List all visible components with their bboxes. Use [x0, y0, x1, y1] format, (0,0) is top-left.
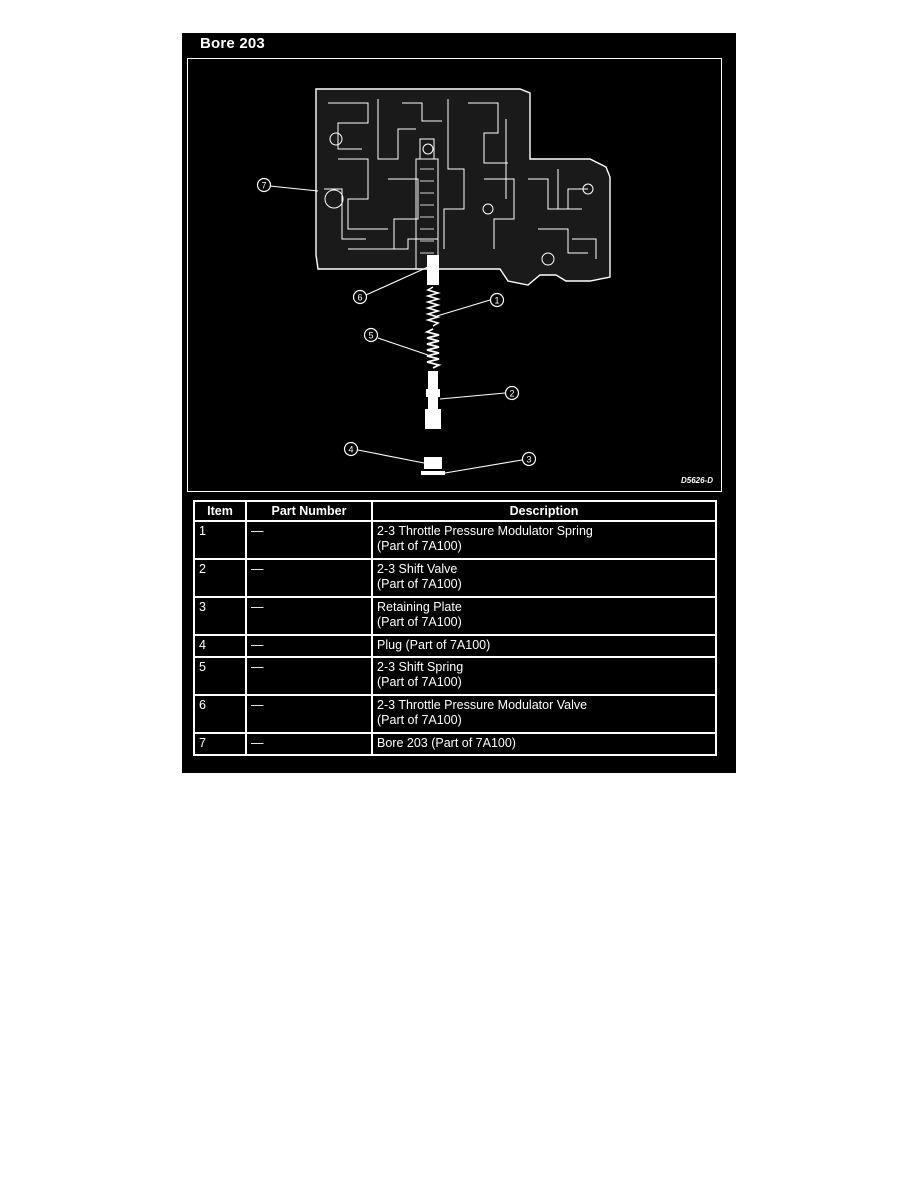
cell-part-number: — [245, 596, 373, 636]
parts-table: Item Part Number Description 1 — 2-3 Thr… [193, 500, 717, 756]
cell-description: Plug (Part of 7A100) [371, 634, 717, 658]
cell-item: 5 [193, 656, 247, 696]
cell-item: 2 [193, 558, 247, 598]
valve-body-channels [324, 99, 597, 270]
table-row: 7 — Bore 203 (Part of 7A100) [193, 732, 717, 756]
valve-body-diagram: 7 6 1 5 2 4 3 [256, 88, 611, 475]
callout-2: 2 [504, 385, 520, 401]
retaining-plate-shape [421, 471, 445, 475]
cell-description: Bore 203 (Part of 7A100) [371, 732, 717, 756]
figure-code: D5626-D [680, 476, 713, 485]
callout-1: 1 [489, 292, 505, 308]
svg-text:2: 2 [509, 389, 514, 399]
cell-item: 3 [193, 596, 247, 636]
header-part-number: Part Number [245, 500, 373, 522]
table-row: 6 — 2-3 Throttle Pressure Modulator Valv… [193, 694, 717, 734]
cell-description: Retaining Plate (Part of 7A100) [371, 596, 717, 636]
callout-7: 7 [256, 177, 272, 193]
bore-203-column [420, 168, 434, 254]
valve-body-outline [315, 88, 611, 286]
table-row: 3 — Retaining Plate (Part of 7A100) [193, 596, 717, 636]
cell-item: 4 [193, 634, 247, 658]
table-row: 4 — Plug (Part of 7A100) [193, 634, 717, 658]
table-row: 2 — 2-3 Shift Valve (Part of 7A100) [193, 558, 717, 598]
panel-title: Bore 203 [200, 35, 265, 52]
cell-part-number: — [245, 732, 373, 756]
cell-part-number: — [245, 558, 373, 598]
figure-panel: Bore 203 [182, 33, 736, 773]
cell-part-number: — [245, 694, 373, 734]
table-row: 5 — 2-3 Shift Spring (Part of 7A100) [193, 656, 717, 696]
modulator-valve-shape [427, 255, 439, 285]
shift-spring-shape [424, 328, 442, 369]
cell-item: 6 [193, 694, 247, 734]
cell-item: 1 [193, 520, 247, 560]
plug-shape [424, 457, 442, 469]
cell-description: 2-3 Shift Spring (Part of 7A100) [371, 656, 717, 696]
cell-part-number: — [245, 656, 373, 696]
svg-text:3: 3 [526, 455, 531, 465]
modulator-spring-shape [425, 286, 441, 327]
cell-part-number: — [245, 520, 373, 560]
cell-description: 2-3 Throttle Pressure Modulator Spring (… [371, 520, 717, 560]
callout-4: 4 [343, 441, 359, 457]
svg-text:5: 5 [368, 331, 373, 341]
cell-part-number: — [245, 634, 373, 658]
svg-text:7: 7 [261, 181, 266, 191]
svg-text:1: 1 [494, 296, 499, 306]
callout-3: 3 [521, 451, 537, 467]
cell-description: 2-3 Throttle Pressure Modulator Valve (P… [371, 694, 717, 734]
table-header-row: Item Part Number Description [193, 500, 717, 522]
header-item: Item [193, 500, 247, 522]
callout-6: 6 [352, 289, 368, 305]
exploded-view-illustration: 7 6 1 5 2 4 3 D5626-D [187, 58, 722, 492]
table-row: 1 — 2-3 Throttle Pressure Modulator Spri… [193, 520, 717, 560]
header-description: Description [371, 500, 717, 522]
svg-text:6: 6 [357, 293, 362, 303]
cell-item: 7 [193, 732, 247, 756]
callout-5: 5 [363, 327, 379, 343]
leader-lines [269, 185, 523, 474]
svg-text:4: 4 [348, 445, 353, 455]
cell-description: 2-3 Shift Valve (Part of 7A100) [371, 558, 717, 598]
shift-valve-shape [428, 371, 438, 425]
